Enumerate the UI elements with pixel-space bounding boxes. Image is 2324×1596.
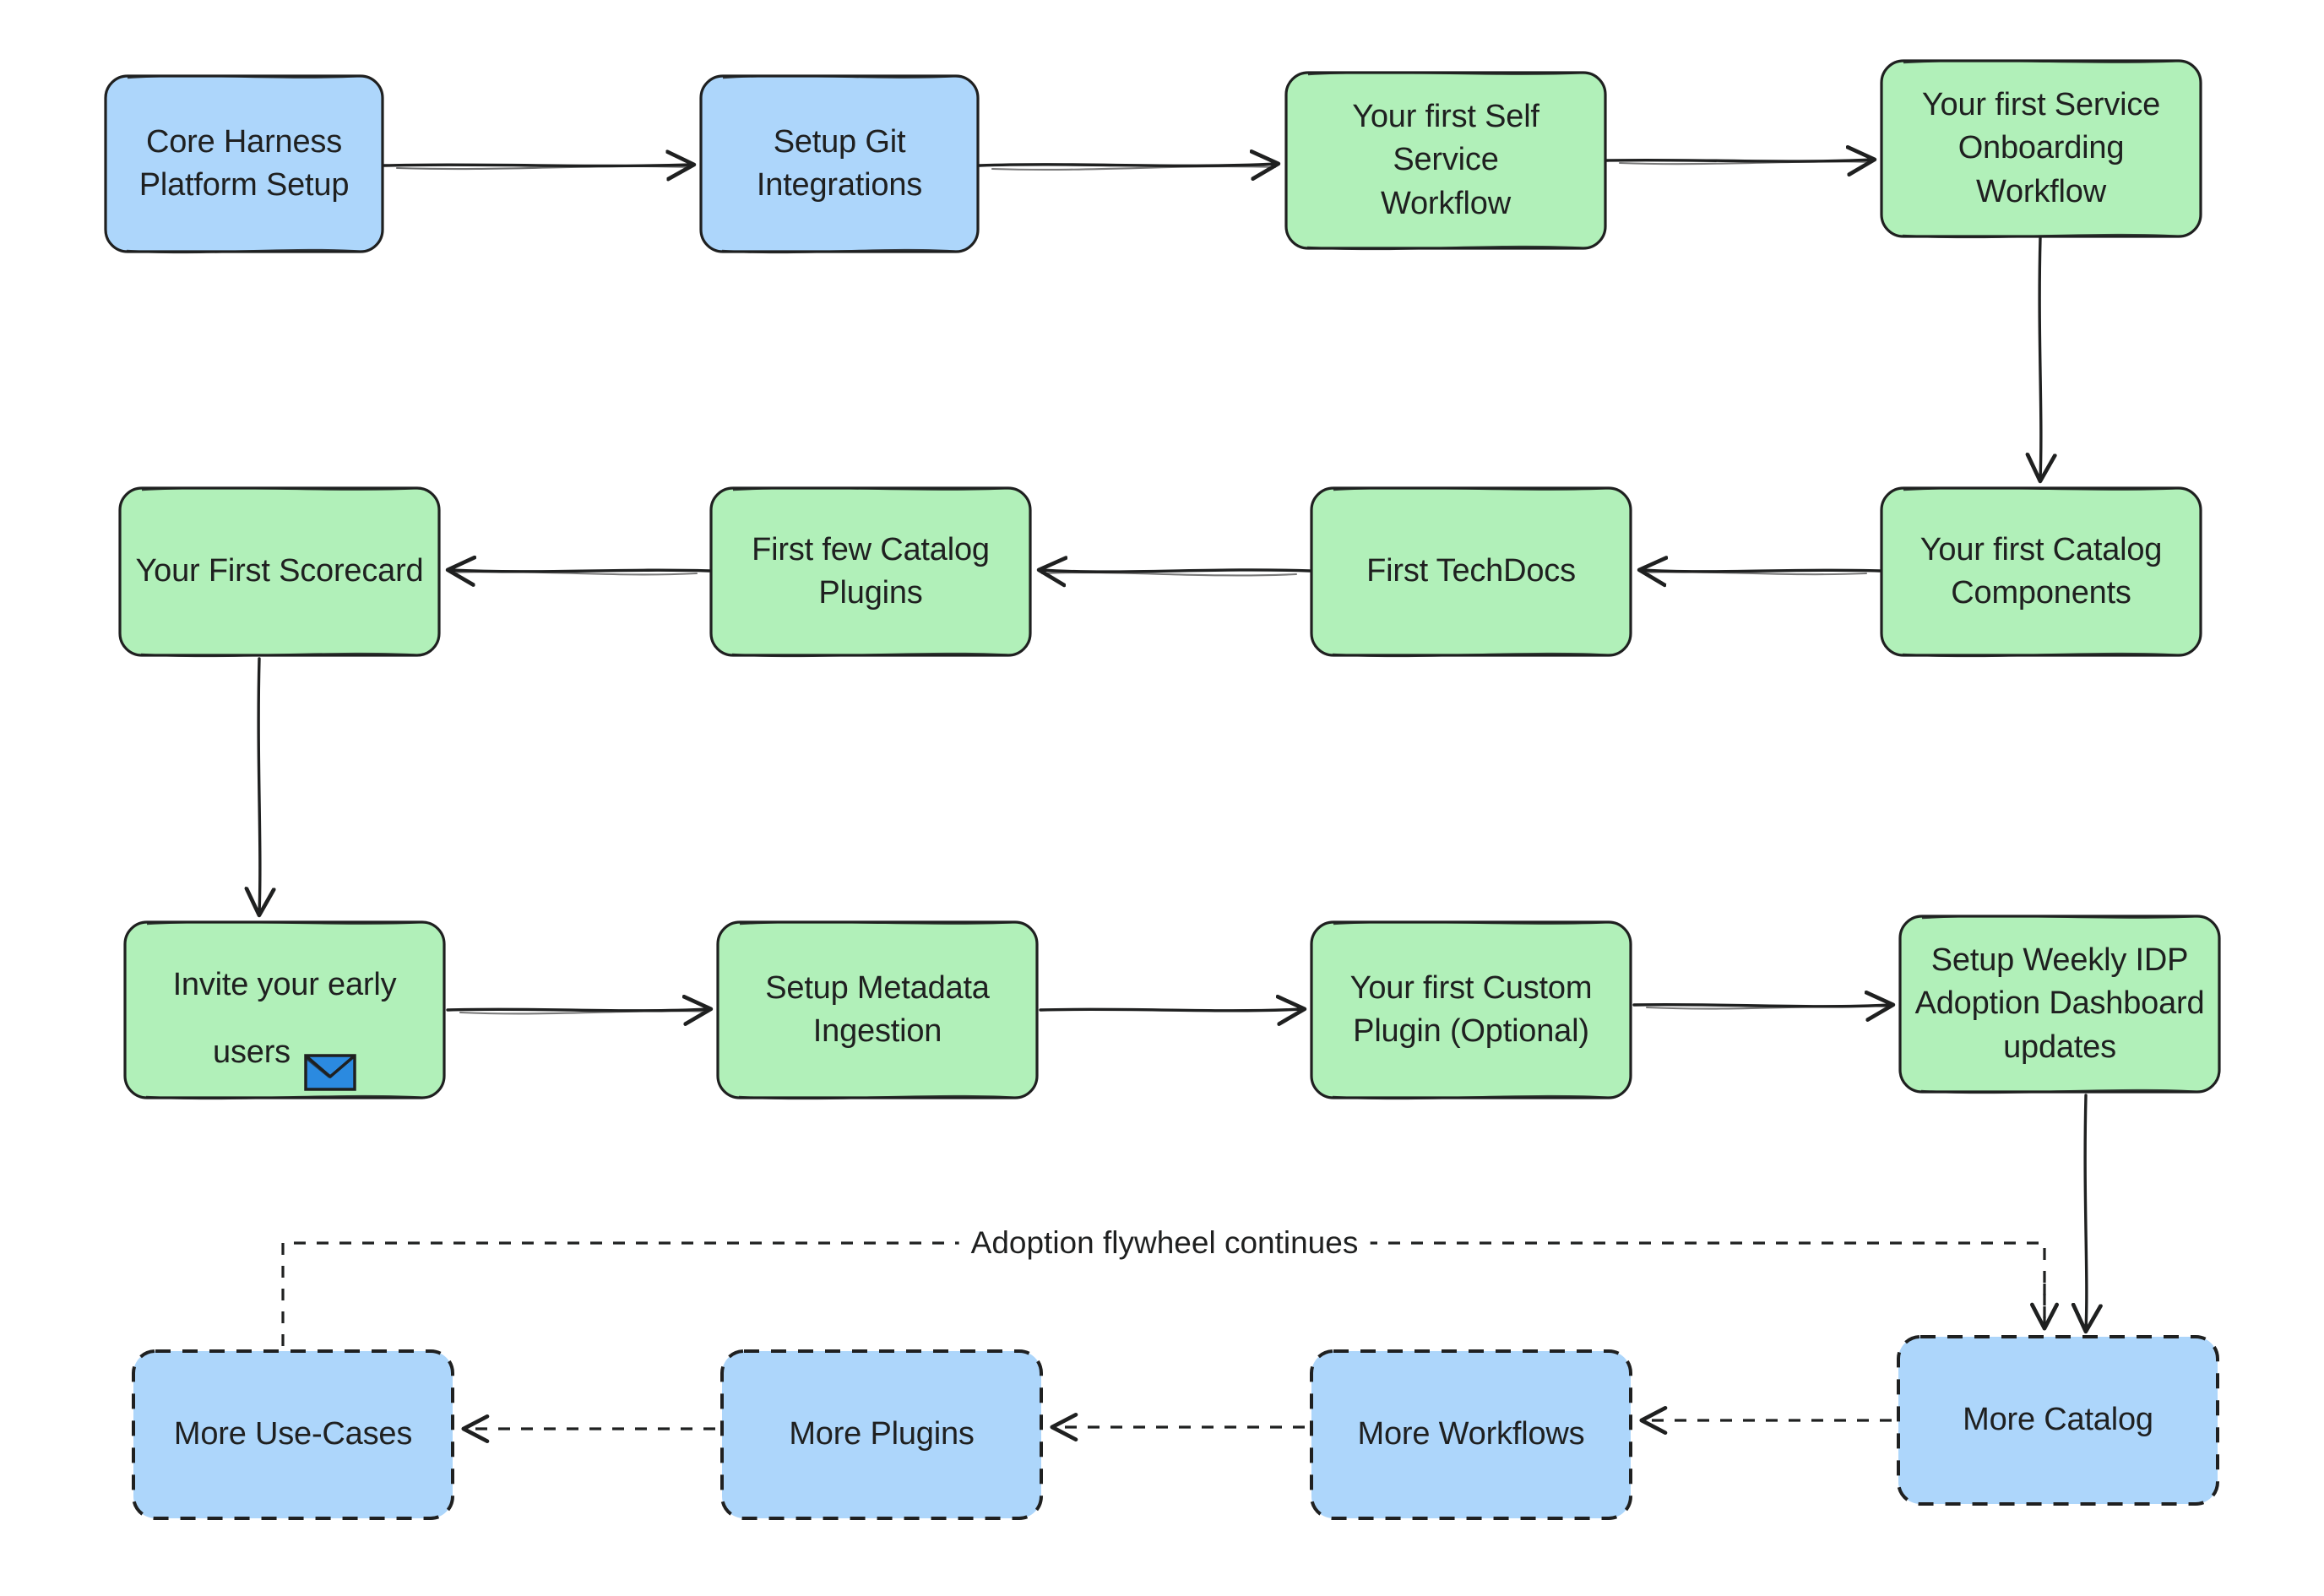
edge-onboarding-to-catalogcomponents — [2039, 236, 2041, 480]
edge-customplugin-to-weeklyidp-sketch — [1645, 1005, 1892, 1010]
node-setup-weekly-idp-adoption-dashboard-updates[interactable] — [1898, 915, 2221, 1094]
edge-core-to-git-sketch — [395, 165, 692, 171]
node-more-workflows[interactable] — [1310, 1349, 1632, 1520]
node-more-plugins[interactable] — [720, 1349, 1043, 1520]
edge-invite-to-metadata-sketch — [459, 1009, 709, 1015]
edge-selfservice-to-onboarding-sketch — [1618, 160, 1873, 166]
edge-label-adoption-flywheel-continues: Adoption flywheel continues — [958, 1225, 1371, 1261]
edge-catalogcomponents-to-techdocs — [1641, 570, 1881, 572]
node-more-use-cases[interactable] — [132, 1349, 454, 1520]
node-your-first-catalog-components[interactable] — [1880, 486, 2202, 658]
edge-git-to-selfservice-sketch — [991, 165, 1277, 171]
node-your-first-self-service-workflow[interactable] — [1284, 71, 1607, 251]
node-your-first-service-onboarding-workflow[interactable] — [1880, 59, 2202, 239]
node-your-first-custom-plugin[interactable] — [1310, 920, 1632, 1100]
node-more-catalog[interactable] — [1897, 1335, 2219, 1506]
node-first-few-catalog-plugins[interactable] — [709, 486, 1032, 658]
node-your-first-scorecard[interactable] — [118, 486, 441, 658]
node-core-harness-platform-setup[interactable] — [104, 74, 384, 254]
node-first-techdocs[interactable] — [1310, 486, 1632, 658]
node-invite-your-early-users[interactable] — [123, 920, 446, 1100]
edge-metadata-to-customplugin — [1039, 1009, 1303, 1011]
edge-scorecard-to-invite — [258, 657, 260, 914]
edge-techdocs-to-catalogplugins-sketch — [1040, 571, 1298, 577]
node-setup-git-integrations[interactable] — [699, 74, 980, 254]
edge-techdocs-to-catalogplugins — [1040, 570, 1311, 572]
node-shapes — [104, 59, 2221, 1520]
edge-catalogplugins-to-scorecard-sketch — [449, 570, 698, 576]
edge-catalogcomponents-to-techdocs-sketch — [1641, 571, 1868, 576]
node-setup-metadata-ingestion[interactable] — [716, 920, 1039, 1100]
edge-weeklyidp-to-morecatalog — [2085, 1094, 2087, 1330]
edge-git-to-selfservice — [978, 164, 1277, 166]
